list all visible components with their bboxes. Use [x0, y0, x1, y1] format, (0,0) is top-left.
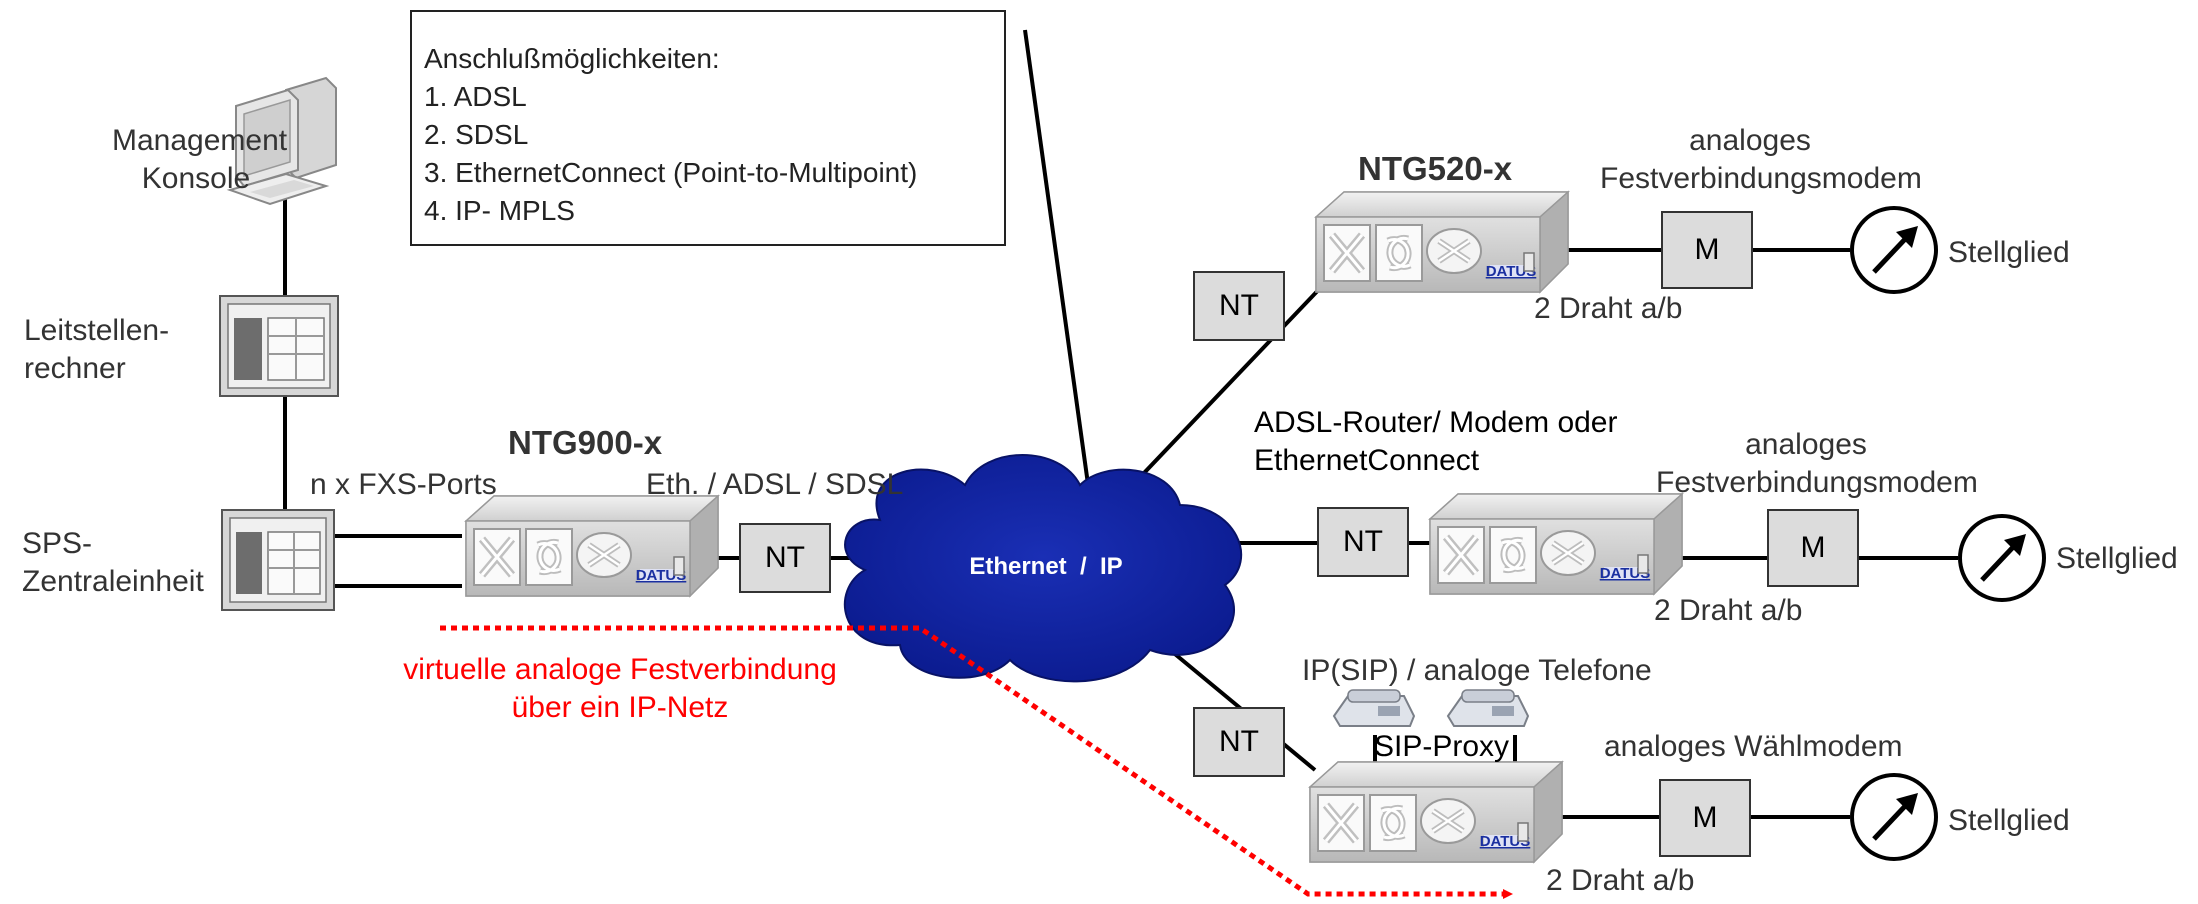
nt-label-middle: NT	[1343, 525, 1383, 558]
stellglied-label-middle: Stellglied	[2056, 542, 2178, 575]
wire-label-bottom: 2 Draht a/b	[1546, 864, 1695, 897]
nt-box-bottom	[1193, 707, 1285, 777]
ntg520-device-label: NTG520-x	[1358, 150, 1513, 187]
nt-label-bottom: NT	[1219, 725, 1259, 758]
bottom-device-icon	[1310, 762, 1562, 862]
line-cloud-bottom-branch	[1156, 638, 1317, 772]
modem-box-bottom	[1659, 779, 1751, 857]
line-box-pointer	[1023, 29, 1094, 514]
telephone-icon-right	[1446, 689, 1530, 727]
stellglied-gauge-icon-bottom	[1850, 773, 1938, 861]
fxs-ports-label: n x FXS-Ports	[310, 468, 497, 501]
modem-label-bottom: M	[1692, 801, 1718, 834]
virtual-link-line	[440, 625, 1513, 899]
ntg900-device-label: NTG900-x	[508, 424, 663, 461]
nt-label-center: NT	[765, 541, 805, 574]
cloud-label: Ethernet / IP	[969, 553, 1122, 580]
leitstellenrechner-server-icon	[219, 295, 339, 397]
nt-box-middle	[1317, 507, 1409, 577]
modem-label-middle: M	[1800, 531, 1826, 564]
eth-adsl-sdsl-label: Eth. / ADSL / SDSL	[646, 468, 904, 501]
middle-router-device-icon	[1430, 494, 1682, 594]
connection-option-item: 3. EthernetConnect (Point-to-Multipoint)	[424, 157, 918, 188]
nt-label-top: NT	[1219, 289, 1259, 322]
ntg520-device-icon	[1316, 192, 1568, 292]
nt-box-center	[739, 523, 831, 593]
stellglied-gauge-icon-middle	[1958, 514, 2046, 602]
wire-label-middle: 2 Draht a/b	[1654, 594, 1803, 627]
connection-options-box: Anschlußmöglichkeiten: 1. ADSL 2. SDSL 3…	[410, 10, 1006, 246]
connection-options-title: Anschlußmöglichkeiten:	[424, 43, 720, 74]
modem-box-top	[1661, 211, 1753, 289]
sip-proxy-label: SIP-Proxy	[1374, 730, 1510, 763]
management-console-pc-icon	[226, 76, 337, 206]
modem-box-middle	[1767, 509, 1859, 587]
nt-box-top	[1193, 271, 1285, 341]
telephone-icon-left	[1332, 689, 1416, 727]
modem-label-top: M	[1694, 233, 1720, 266]
sps-zentraleinheit-label: SPS-Zentraleinheit	[22, 527, 204, 598]
stellglied-label-top: Stellglied	[1948, 236, 2070, 269]
sps-zentraleinheit-server-icon	[221, 509, 335, 611]
wire-label-top: 2 Draht a/b	[1534, 292, 1683, 325]
connection-option-item: 4. IP- MPLS	[424, 195, 575, 226]
stellglied-gauge-icon-top	[1850, 206, 1938, 294]
leitstellenrechner-label: Leitstellen-rechner	[24, 314, 170, 385]
bottom-modem-description: analoges Wählmodem	[1604, 730, 1903, 763]
connection-option-item: 1. ADSL	[424, 81, 527, 112]
ethernet-ip-cloud	[843, 454, 1243, 683]
connection-option-item: 2. SDSL	[424, 119, 529, 150]
phones-label: IP(SIP) / analoge Telefone	[1302, 654, 1652, 687]
ntg900-device-icon	[466, 496, 718, 596]
stellglied-label-bottom: Stellglied	[1948, 804, 2070, 837]
